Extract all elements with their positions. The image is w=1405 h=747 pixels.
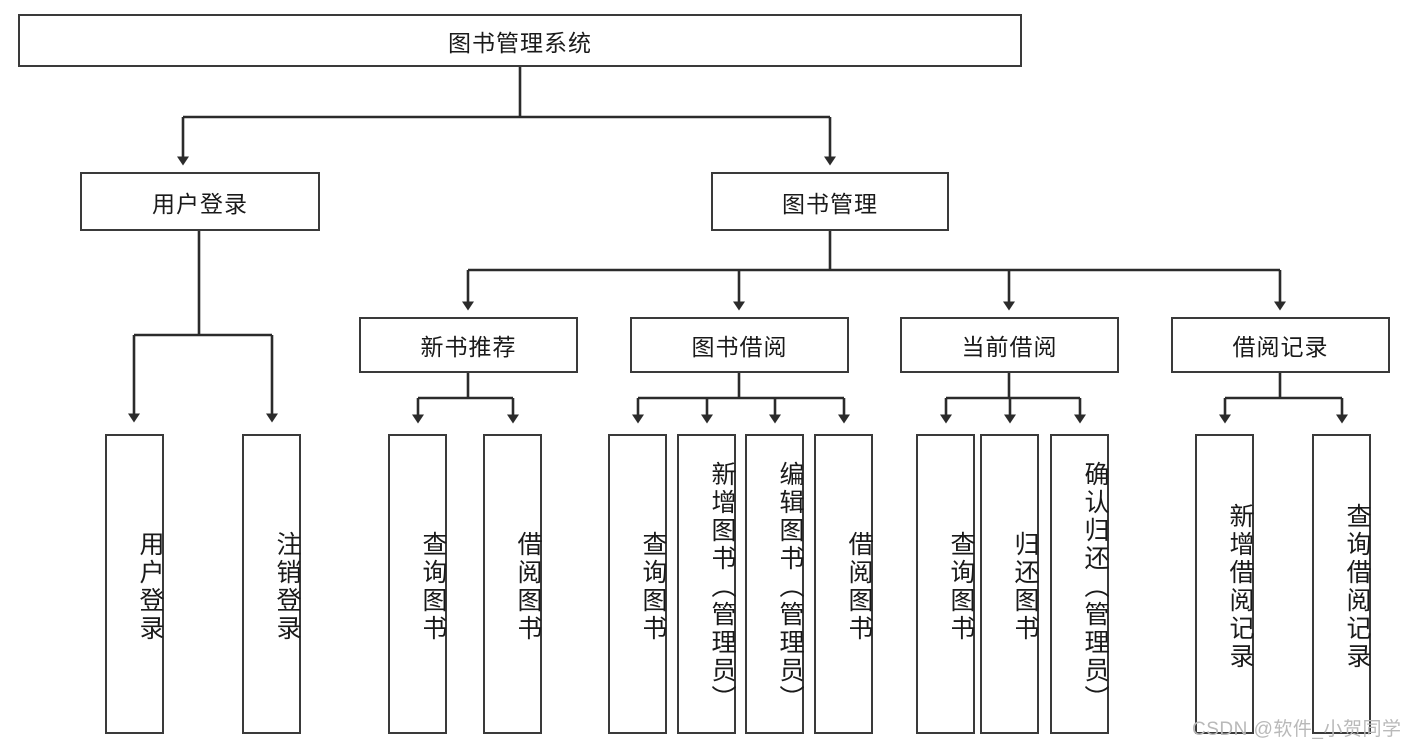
node-label: 图书管理 (782, 190, 878, 217)
node-label: 新增图书（管理员） (708, 461, 736, 713)
leaf-current-return-book[interactable]: 归还图书 (980, 434, 1039, 734)
watermark-text: CSDN @软件_小贺同学 (1192, 719, 1402, 740)
leaf-borrow-add-book[interactable]: 新增图书（管理员） (677, 434, 736, 734)
leaf-record-add-record[interactable]: 新增借阅记录 (1195, 434, 1254, 734)
node-new-book-recommend[interactable]: 新书推荐 (359, 317, 578, 373)
leaf-record-query-record[interactable]: 查询借阅记录 (1312, 434, 1371, 734)
node-label: 借阅图书 (514, 531, 542, 643)
node-label: 图书管理系统 (448, 29, 592, 56)
node-label: 确认归还（管理员） (1081, 461, 1109, 713)
leaf-borrow-edit-book[interactable]: 编辑图书（管理员） (745, 434, 804, 734)
node-label: 归还图书 (1011, 531, 1039, 643)
node-label: 图书借阅 (691, 334, 788, 360)
node-label: 借阅记录 (1232, 334, 1329, 360)
leaf-recommend-borrow-book[interactable]: 借阅图书 (483, 434, 542, 734)
leaf-borrow-query-book[interactable]: 查询图书 (608, 434, 667, 734)
csdn-watermark: CSDN @软件_小贺同学 (1192, 714, 1401, 741)
node-current-borrow[interactable]: 当前借阅 (900, 317, 1119, 373)
node-label: 查询图书 (419, 531, 447, 643)
node-label: 用户登录 (152, 190, 248, 217)
leaf-current-confirm-return[interactable]: 确认归还（管理员） (1050, 434, 1109, 734)
node-label: 用户登录 (136, 531, 164, 643)
node-label: 新增借阅记录 (1226, 503, 1254, 671)
node-root-system[interactable]: 图书管理系统 (18, 14, 1022, 67)
node-label: 注销登录 (273, 531, 301, 643)
node-label: 当前借阅 (961, 334, 1058, 360)
node-book-management[interactable]: 图书管理 (711, 172, 949, 231)
node-label: 新书推荐 (420, 334, 517, 360)
node-borrow-record[interactable]: 借阅记录 (1171, 317, 1390, 373)
leaf-user-login-login[interactable]: 用户登录 (105, 434, 164, 734)
leaf-recommend-query-book[interactable]: 查询图书 (388, 434, 447, 734)
node-label: 借阅图书 (845, 531, 873, 643)
node-label: 查询图书 (947, 531, 975, 643)
node-label: 查询借阅记录 (1343, 503, 1371, 671)
node-label: 查询图书 (639, 531, 667, 643)
leaf-borrow-borrow-book[interactable]: 借阅图书 (814, 434, 873, 734)
leaf-user-login-logout[interactable]: 注销登录 (242, 434, 301, 734)
node-book-borrow[interactable]: 图书借阅 (630, 317, 849, 373)
leaf-current-query-book[interactable]: 查询图书 (916, 434, 975, 734)
node-user-login[interactable]: 用户登录 (80, 172, 320, 231)
node-label: 编辑图书（管理员） (776, 461, 804, 713)
